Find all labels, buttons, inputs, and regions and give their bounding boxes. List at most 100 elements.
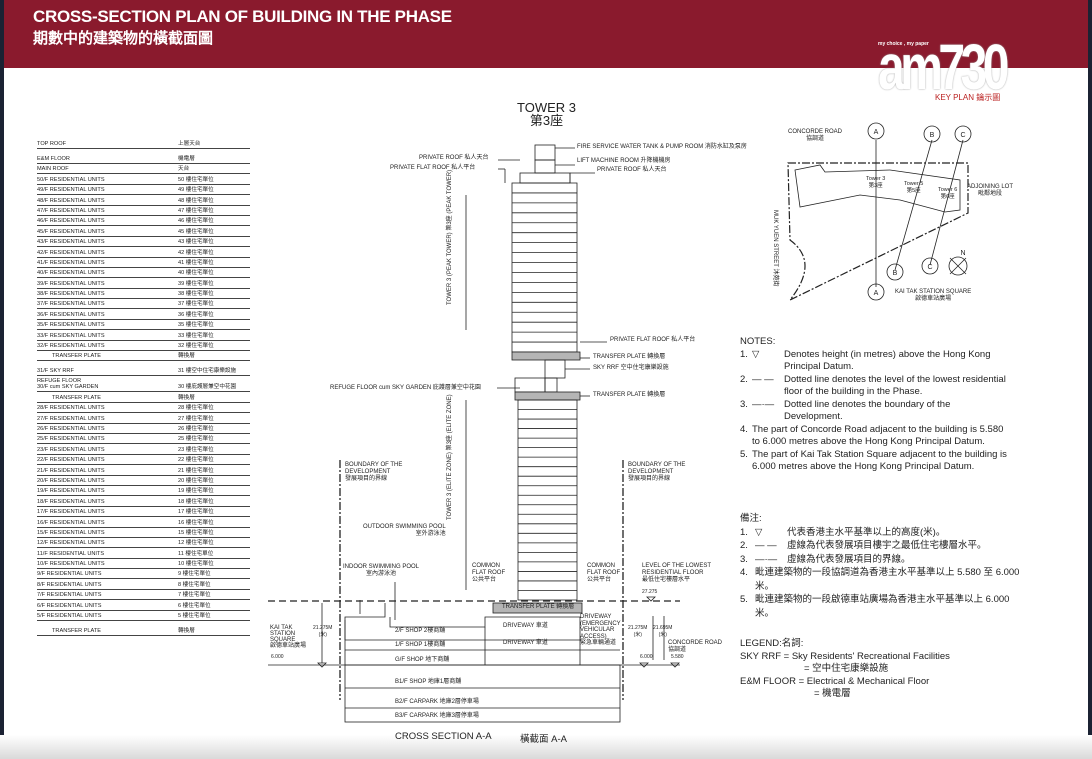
floor-name-zh: 39 樓住宅單位 — [178, 280, 214, 287]
floor-name: TRANSFER PLATE — [52, 394, 102, 401]
label-b1: B1/F SHOP 地庫1層商舖 — [395, 679, 462, 685]
floor-name: TRANSFER PLATE — [52, 628, 102, 635]
floor-name: TRANSFER PLATE — [52, 353, 102, 360]
floor-name-zh: 36 樓住宅單位 — [178, 311, 214, 318]
label-b2: B2/F CARPARK 地庫2層停車場 — [395, 699, 479, 705]
label-private-roof-left: PRIVATE ROOF 私人天台 — [419, 155, 489, 161]
floor-row: TRANSFER PLATE 轉換層 — [37, 621, 250, 637]
floor-name: 18/F RESIDENTIAL UNITS — [37, 498, 105, 505]
floor-name-zh: 25 樓住宅單位 — [178, 436, 214, 443]
note-text: Denotes height (in metres) above the Hon… — [784, 348, 991, 373]
note-symbol: — — — [752, 373, 774, 385]
floor-name-zh: 49 樓住宅單位 — [178, 187, 214, 194]
floor-name: 46/F RESIDENTIAL UNITS — [37, 218, 105, 225]
roof-level — [519, 172, 571, 184]
keyplan-kai-tak: KAI TAK STATION SQUARE 啟德車站廣場 — [895, 289, 972, 302]
floor-name-zh: 轉換層 — [178, 394, 195, 401]
floor-name-zh: 轉換層 — [178, 628, 195, 635]
floor-name-zh: 23 樓住宅單位 — [178, 446, 214, 453]
floor-name: 36/F RESIDENTIAL UNITS — [37, 311, 105, 318]
floor-name: 11/F RESIDENTIAL UNITS — [37, 550, 105, 557]
label-transfer-plate-1: TRANSFER PLATE 轉換層 — [593, 354, 666, 360]
floor-name: 17/F RESIDENTIAL UNITS — [37, 509, 105, 516]
level-marker-lowest — [646, 596, 656, 602]
legend: LEGEND:名詞: SKY RRF = Sky Residents' Recr… — [740, 638, 1030, 701]
note-item: 5.The part of Kai Tak Station Square adj… — [740, 449, 1010, 474]
floor-name-zh: 27 樓住宅單位 — [178, 415, 214, 422]
label-private-roof-right: PRIVATE ROOF 私人天台 — [597, 167, 667, 173]
north-arrow: N — [960, 250, 965, 257]
refuge-floor-box — [514, 377, 546, 393]
label-2f-shop: 2/F SHOP 2樓商舖 — [395, 628, 446, 634]
floor-name-zh: 9 樓住宅單位 — [178, 571, 211, 578]
floor-name-zh: 32 樓住宅單位 — [178, 343, 214, 350]
section-caption-zh: 橫截面 A-A — [520, 734, 567, 745]
label-indoor-pool: INDOOR SWIMMING POOL 室內游泳池 — [343, 564, 420, 577]
fire-tank-room — [534, 144, 556, 161]
floor-name-zh: 10 樓住宅單位 — [178, 561, 214, 568]
level-marker-concorde-1 — [639, 662, 649, 668]
floor-name-zh: 上層天台 — [178, 141, 201, 147]
note-text: The part of Kai Tak Station Square adjac… — [752, 448, 1007, 473]
floor-name: 8/F RESIDENTIAL UNITS — [37, 581, 102, 588]
label-boundary-right: BOUNDARY OF THE DEVELOPMENT 發展項目的界線 — [628, 462, 686, 482]
floor-name: 26/F RESIDENTIAL UNITS — [37, 425, 105, 432]
notes-title: 備注: — [740, 513, 762, 524]
label-private-flat-roof-left: PRIVATE FLAT ROOF 私人平台 — [390, 165, 476, 171]
label-outdoor-pool: OUTDOOR SWIMMING POOL 室外游泳池 — [363, 524, 446, 537]
floor-name: 7/F RESIDENTIAL UNITS — [37, 592, 102, 599]
note-number: 5. — [740, 594, 748, 605]
key-plan-label: KEY PLAN 鑰示圖 — [935, 93, 1001, 102]
note-symbol: — — — [755, 540, 777, 551]
tower-upper-body — [511, 182, 578, 353]
basement-box — [344, 664, 621, 723]
key-marker-b-top: B — [930, 132, 935, 139]
frame-edge-left — [0, 68, 4, 759]
legend-sky-rrf-zh: = 空中住宅康樂設施 — [804, 663, 889, 674]
floor-name: 23/F RESIDENTIAL UNITS — [37, 446, 105, 453]
bottom-shade — [0, 735, 1092, 759]
note-item: 5.毗連建築物的一段啟德車站廣場為香港主水平基準以上 6.000 米。 — [740, 593, 1020, 620]
floor-name: 43/F RESIDENTIAL UNITS — [37, 239, 105, 246]
height-right-2: 21.695M (米) — [653, 625, 673, 638]
note-item: 1.▽Denotes height (in metres) above the … — [740, 349, 1010, 374]
note-text: 代表香港主水平基準以上的高度(米)。 — [787, 526, 946, 538]
floor-name: 33/F RESIDENTIAL UNITS — [37, 332, 105, 339]
label-gf-shop: G/F SHOP 地下商舖 — [395, 657, 450, 663]
keyplan-tower5: Tower 5 第5座 — [904, 181, 924, 194]
keyplan-muk-yuen-street: MUK YUEN STREET 沐苑街 — [772, 210, 778, 287]
label-driveway-1: DRIVEWAY 車道 — [503, 623, 548, 629]
floor-name: 6/F RESIDENTIAL UNITS — [37, 602, 102, 609]
floor-name: 28/F RESIDENTIAL UNITS — [37, 405, 105, 412]
label-lowest-level: LEVEL OF THE LOWEST RESIDENTIAL FLOOR 最低… — [642, 563, 712, 583]
key-marker-a-bottom: A — [874, 290, 879, 297]
transfer-plate-podium — [492, 602, 583, 614]
notes-title: NOTES: — [740, 336, 776, 347]
height-left: 21.275M (米) — [313, 625, 333, 638]
floor-row: TRANSFER PLATE 轉換層 — [37, 392, 250, 403]
floor-name-zh: 30 樓庇護層兼空中花園 — [178, 384, 237, 391]
floor-name-zh: 7 樓住宅單位 — [178, 592, 211, 599]
note-item: 3.—·—Dotted line denotes the boundary of… — [740, 399, 1010, 424]
